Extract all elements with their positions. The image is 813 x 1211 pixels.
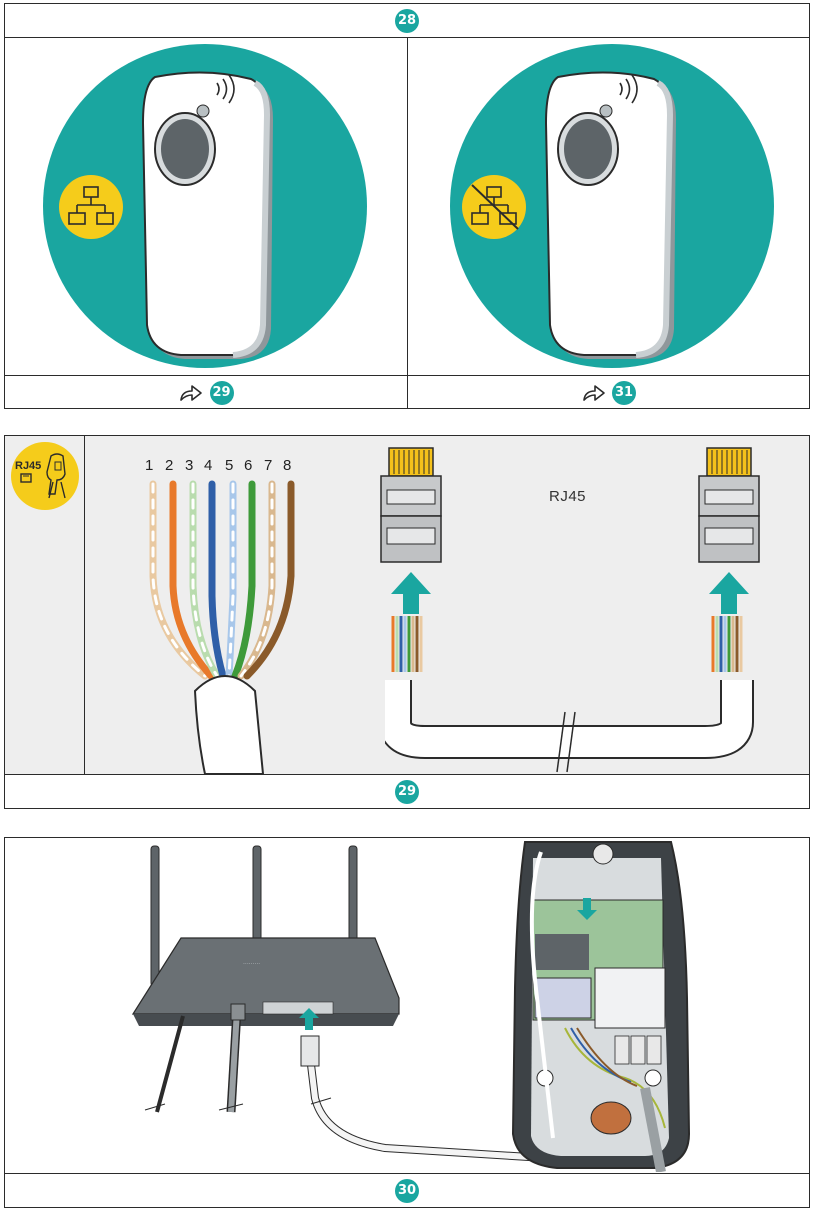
wire-number: 6 <box>244 457 253 474</box>
charger-with-network-illustration <box>43 44 367 368</box>
next-step-badge: 29 <box>209 381 234 405</box>
step-29-panel: RJ45 1 2 3 4 5 6 7 8 <box>4 435 810 809</box>
router-to-charger-illustration: ········· <box>131 841 691 1172</box>
wire-number-row: 1 2 3 4 5 6 7 8 <box>145 457 305 477</box>
patch-cable-illustration <box>385 616 754 773</box>
step-29-footer: 29 <box>5 774 809 808</box>
twisted-pair-wires-illustration <box>149 480 295 774</box>
charger-without-network-illustration <box>450 44 774 368</box>
arrow-forward-icon <box>180 385 203 401</box>
rj45-connector-left <box>380 447 442 614</box>
step-number-badge: 28 <box>395 9 419 33</box>
svg-text:·········: ········· <box>243 961 260 968</box>
network-topology-icon <box>68 186 114 225</box>
rj45-connector-right <box>698 447 760 614</box>
tool-badge-column: RJ45 <box>5 436 85 774</box>
wire-number: 7 <box>264 457 273 474</box>
next-step-badge: 31 <box>612 381 637 405</box>
go-to-step-31[interactable]: 31 <box>408 376 809 408</box>
go-to-step-29[interactable]: 29 <box>5 376 407 408</box>
wire-number: 1 <box>145 457 154 474</box>
contactless-icon <box>619 74 638 104</box>
step-30-footer: 30 <box>5 1173 809 1207</box>
arrow-forward-icon <box>583 385 605 401</box>
wire-number: 3 <box>185 457 194 474</box>
wire-number: 4 <box>204 457 213 474</box>
panel-divider <box>407 38 408 408</box>
no-network-icon <box>471 184 519 230</box>
step-number-badge: 30 <box>395 1179 419 1203</box>
step-30-panel: ········· <box>4 837 810 1208</box>
wire-number: 8 <box>283 457 292 474</box>
contactless-icon <box>216 74 235 104</box>
rj45-crimp-tool-icon <box>11 442 79 510</box>
rj45-cable-label: RJ45 <box>549 488 587 505</box>
footer-divider <box>5 375 809 376</box>
step-28-panel: 28 <box>4 3 810 409</box>
wire-number: 5 <box>225 457 234 474</box>
step-number-badge: 29 <box>395 780 419 804</box>
step-28-header: 28 <box>5 4 809 38</box>
rj45-badge-label: RJ45 <box>15 460 42 472</box>
wire-number: 2 <box>165 457 174 474</box>
